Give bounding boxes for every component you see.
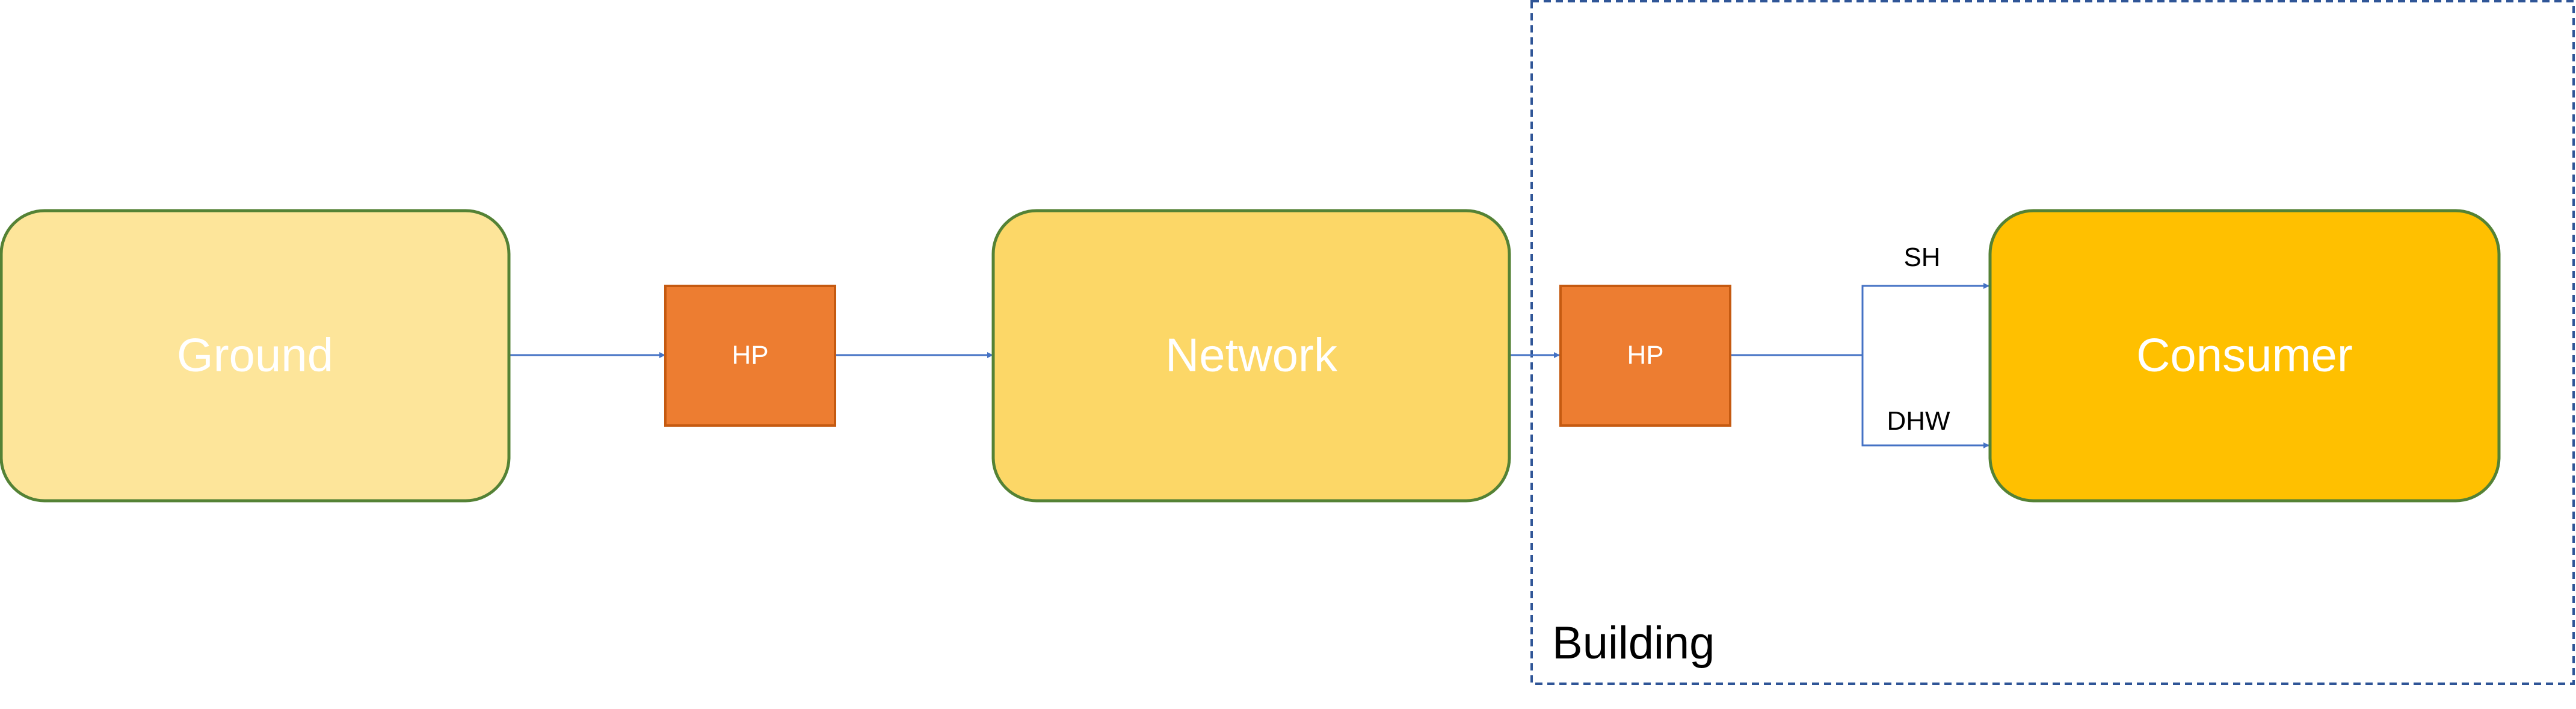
sh-label: SH xyxy=(1903,243,1940,272)
arrow-hp-to-consumer-dhw xyxy=(1861,355,1989,448)
hp-source-node: HP xyxy=(664,285,836,427)
hp-building-node-label: HP xyxy=(1627,341,1663,370)
connectors xyxy=(510,283,1989,448)
network-node-label: Network xyxy=(1165,329,1338,382)
hp-source-node-label: HP xyxy=(732,341,768,370)
ground-node-label: Ground xyxy=(177,329,333,382)
ground-node-box xyxy=(0,209,511,503)
dhw-label: DHW xyxy=(1887,406,1950,436)
ground-node: Ground xyxy=(0,209,511,503)
hp-building-node-box xyxy=(1559,285,1731,427)
building-group-boundary xyxy=(1530,0,2575,685)
hp-building-node: HP xyxy=(1559,285,1731,427)
network-node-box xyxy=(991,209,1511,503)
arrow-hp-to-consumer-sh xyxy=(1731,283,1989,356)
consumer-node-box xyxy=(1988,209,2501,503)
network-node: Network xyxy=(991,209,1511,503)
consumer-node-label: Consumer xyxy=(2136,329,2353,382)
consumer-node: Consumer xyxy=(1988,209,2501,503)
building-group-label: Building xyxy=(1552,618,1715,669)
hp-source-node-box xyxy=(664,285,836,427)
